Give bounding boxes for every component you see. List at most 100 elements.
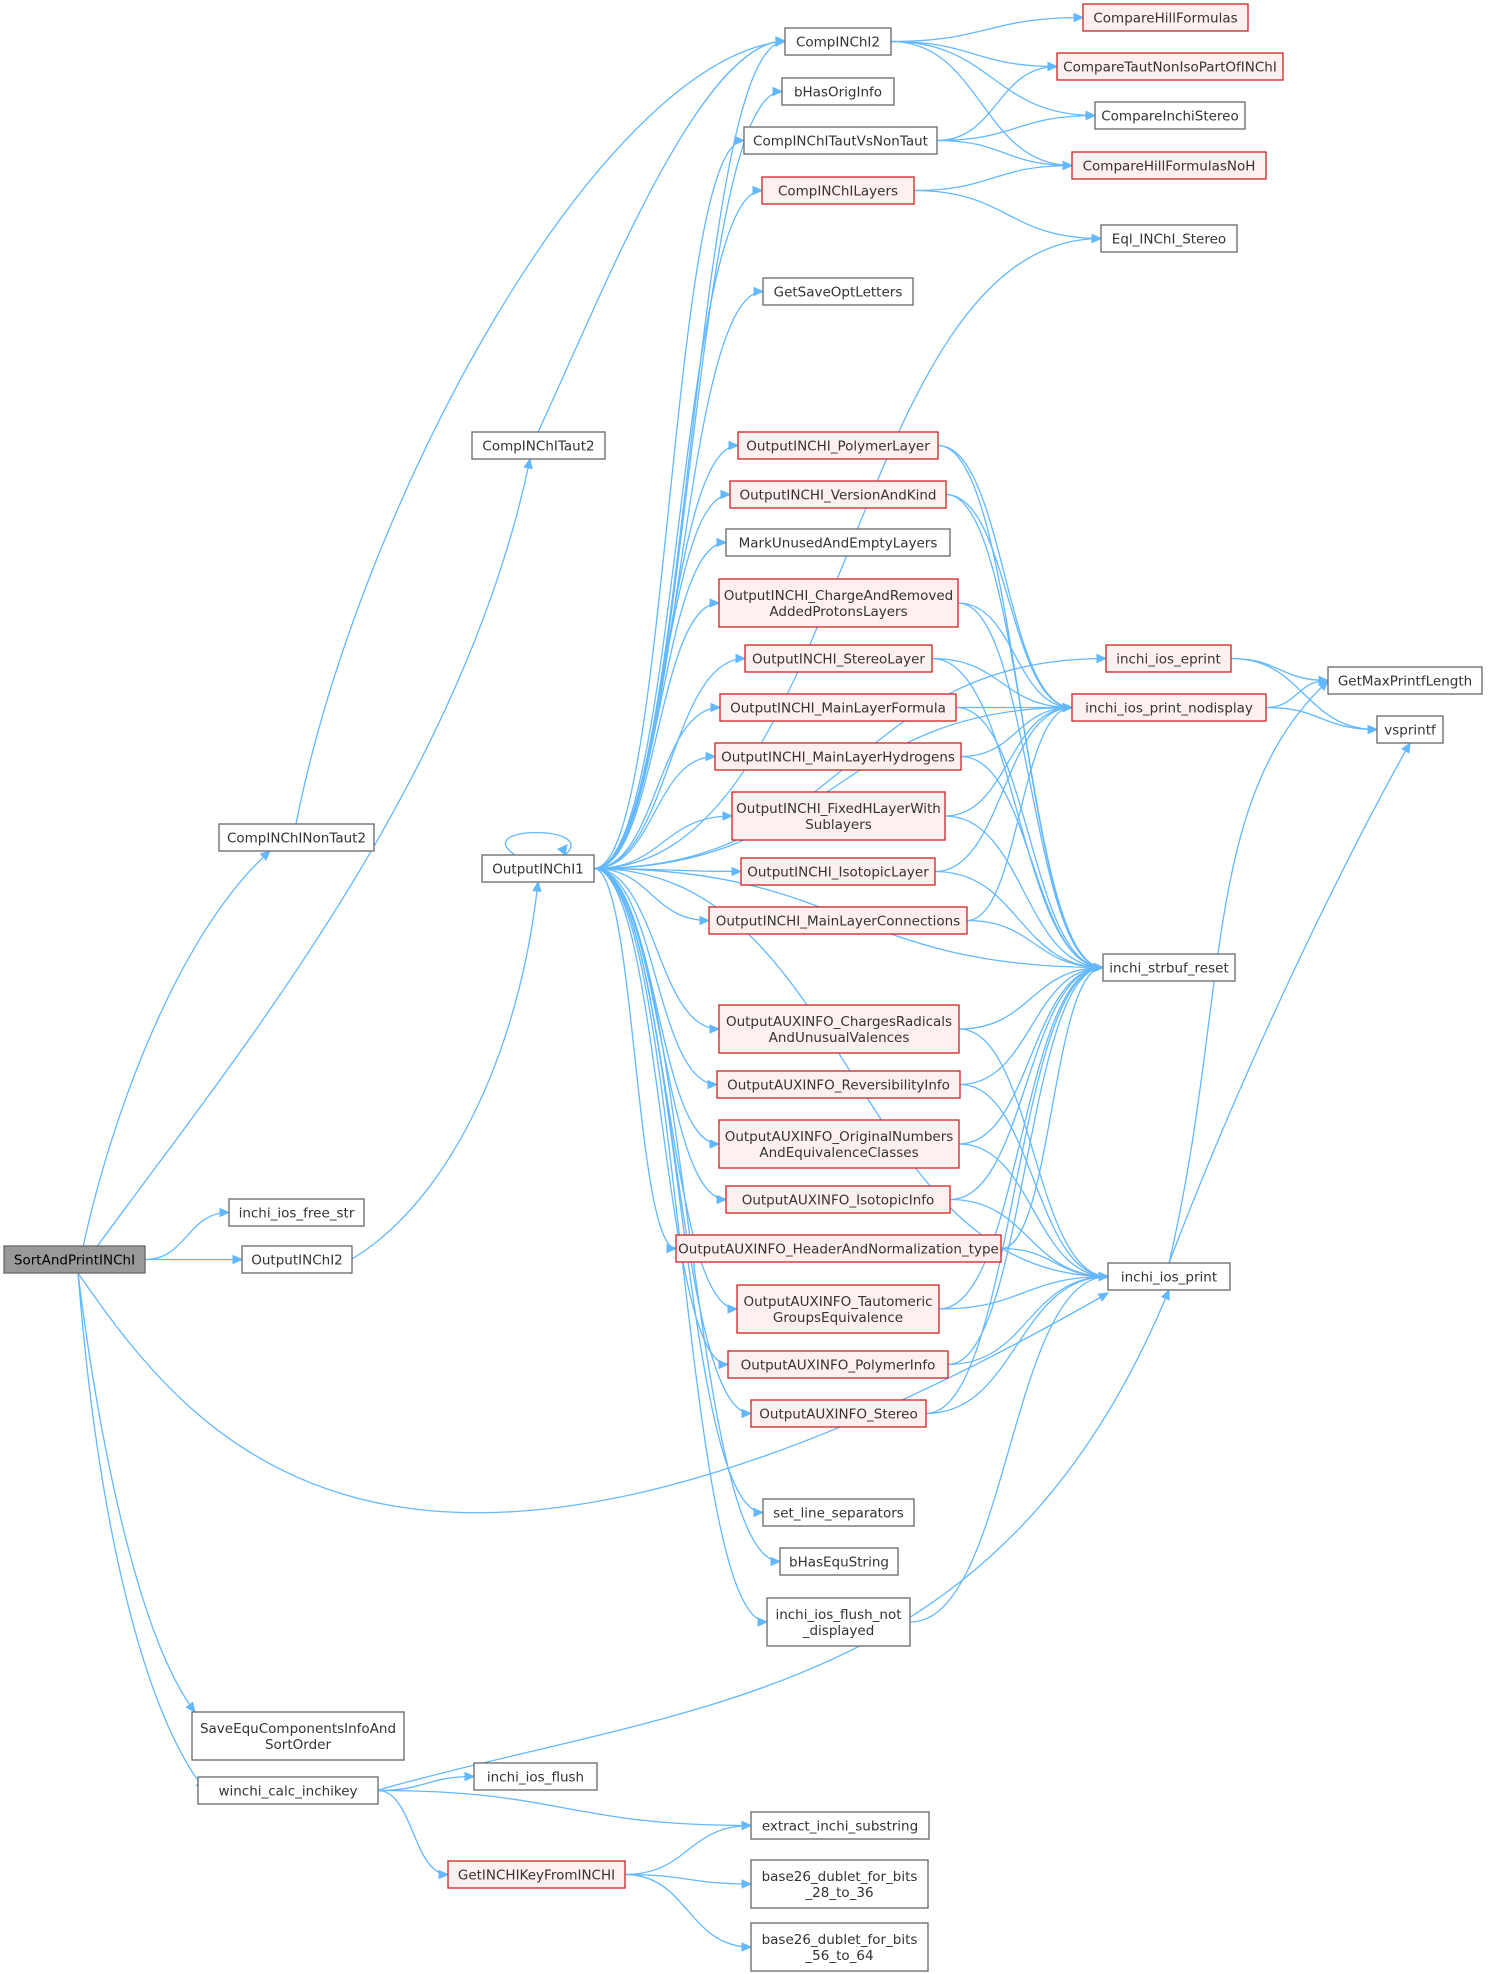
edge-hydro-to-strbuf (960, 755, 1104, 969)
node-charge[interactable]: OutputINCHI_ChargeAndRemovedAddedProtons… (718, 578, 959, 628)
edge-out1-to-auxpoly (593, 867, 729, 1366)
edge-out1-to-fixedh (593, 815, 733, 870)
node-markunused[interactable]: MarkUnusedAndEmptyLayers (725, 528, 951, 557)
node-auxorig[interactable]: OutputAUXINFO_OriginalNumbersAndEquivale… (718, 1119, 960, 1169)
edge-tautvs-to-tautnon (936, 65, 1058, 142)
node-iosprint[interactable]: inchi_ios_print (1107, 1262, 1231, 1291)
node-box (1082, 3, 1249, 32)
node-stereo[interactable]: OutputINCHI_StereoLayer (744, 644, 933, 673)
arrowhead-root-to-out2 (232, 1254, 244, 1265)
edge-isolayer-to-nodisplay (934, 706, 1073, 873)
node-auxpoly[interactable]: OutputAUXINFO_PolymerInfo (727, 1350, 949, 1379)
node-maxprintf[interactable]: GetMaxPrintfLength (1327, 666, 1483, 695)
node-auxrev[interactable]: OutputAUXINFO_ReversibilityInfo (716, 1070, 961, 1099)
arrowhead-layers-to-eqlstereo (1091, 233, 1103, 244)
edge-out1-to-auxheader (593, 867, 677, 1250)
node-box (675, 1234, 1002, 1263)
node-formula[interactable]: OutputINCHI_MainLayerFormula (719, 693, 957, 722)
arrowhead-getkey-to-b26a (741, 1879, 753, 1889)
node-hill[interactable]: CompareHillFormulas (1082, 3, 1249, 32)
node-isolayer[interactable]: OutputINCHI_IsotopicLayer (740, 857, 936, 886)
node-version[interactable]: OutputINCHI_VersionAndKind (729, 480, 947, 509)
node-extract[interactable]: extract_inchi_substring (750, 1811, 930, 1840)
node-calckey[interactable]: winchi_calc_inchikey (197, 1776, 379, 1805)
node-inchistereo[interactable]: CompareInchiStereo (1094, 101, 1246, 130)
node-eprint[interactable]: inchi_ios_eprint (1105, 644, 1232, 673)
node-box (1094, 101, 1246, 130)
node-label: OutputAUXINFO_HeaderAndNormalization_typ… (678, 1242, 999, 1258)
edge-out1-to-setline (593, 867, 764, 1514)
node-strbuf[interactable]: inchi_strbuf_reset (1102, 953, 1236, 982)
node-out1[interactable]: OutputINChI1 (481, 854, 595, 883)
node-vsprintf[interactable]: vsprintf (1376, 715, 1444, 744)
arrowhead-tautvs-to-inchistereo (1085, 110, 1097, 121)
edge-comp2-to-tautnon (890, 40, 1058, 68)
edge-comp2-to-hill (890, 16, 1084, 43)
node-label: vsprintf (1384, 723, 1437, 739)
node-label: OutputAUXINFO_ChargesRadicals (726, 1014, 952, 1030)
edge-layers-to-hillnoh (913, 164, 1073, 192)
arrowhead-calckey-to-getkey (438, 1869, 450, 1880)
edge-isolayer-to-strbuf (934, 870, 1104, 969)
node-auxheader[interactable]: OutputAUXINFO_HeaderAndNormalization_typ… (675, 1234, 1002, 1263)
node-comp2[interactable]: CompINChI2 (784, 27, 892, 56)
edge-nontaut2-to-comp2 (295, 40, 786, 825)
node-label: OutputINCHI_MainLayerHydrogens (721, 750, 955, 766)
node-taut2[interactable]: CompINChITaut2 (471, 431, 606, 460)
node-tautvs[interactable]: CompINChITautVsNonTaut (743, 126, 938, 155)
arrowhead-out1-to-auxtaut (727, 1304, 739, 1314)
node-auxstereo[interactable]: OutputAUXINFO_Stereo (750, 1399, 927, 1428)
node-auxcharges[interactable]: OutputAUXINFO_ChargesRadicalsAndUnusualV… (718, 1004, 960, 1054)
node-conn[interactable]: OutputINCHI_MainLayerConnections (708, 906, 968, 935)
node-label: OutputAUXINFO_Stereo (759, 1407, 917, 1423)
arrowhead-layers-to-hillnoh (1062, 160, 1074, 171)
edge-charge-to-nodisplay (957, 602, 1073, 709)
node-box (1105, 644, 1232, 673)
node-out2[interactable]: OutputINChI2 (241, 1245, 353, 1274)
edge-layers-to-eqlstereo (913, 189, 1102, 240)
arrowhead-out1-to-auxorig (709, 1139, 721, 1149)
node-b26a[interactable]: base26_dublet_for_bits_28_to_36 (750, 1859, 929, 1909)
node-root[interactable]: SortAndPrintINChI (3, 1245, 146, 1274)
node-getkey[interactable]: GetINCHIKeyFromINCHI (447, 1860, 626, 1889)
edge-calckey-to-getkey (377, 1789, 449, 1876)
node-hasorig[interactable]: bHasOrigInfo (781, 77, 895, 106)
edge-version-to-nodisplay (945, 493, 1073, 709)
arrowhead-iosprint-to-maxprintf (1317, 680, 1329, 691)
edge-formula-to-strbuf (955, 706, 1104, 969)
node-setline[interactable]: set_line_separators (762, 1498, 915, 1527)
node-label: OutputAUXINFO_OriginalNumbers (725, 1129, 954, 1145)
node-nontaut2[interactable]: CompINChINonTaut2 (218, 823, 375, 852)
node-layers[interactable]: CompINChILayers (761, 176, 915, 205)
node-eqlstereo[interactable]: Eql_INChI_Stereo (1100, 224, 1238, 253)
node-flushnd[interactable]: inchi_ios_flush_not_displayed (766, 1597, 911, 1647)
node-label: set_line_separators (773, 1506, 904, 1522)
node-box (481, 854, 595, 883)
node-flush[interactable]: inchi_ios_flush (473, 1762, 598, 1791)
node-tautnon[interactable]: CompareTautNonIsoPartOfINChI (1056, 52, 1284, 81)
arrowhead-out1-to-tautvs (734, 135, 746, 146)
node-hydro[interactable]: OutputINCHI_MainLayerHydrogens (714, 742, 962, 771)
edge-root-to-freestr (144, 1211, 230, 1261)
node-hasequ[interactable]: bHasEquString (779, 1547, 899, 1576)
node-getsave[interactable]: GetSaveOptLetters (762, 277, 914, 306)
node-nodisplay[interactable]: inchi_ios_print_nodisplay (1071, 693, 1267, 722)
node-b26b[interactable]: base26_dublet_for_bits_56_to_64 (750, 1922, 929, 1972)
node-box (718, 578, 959, 628)
edge-charge-to-strbuf (957, 602, 1104, 969)
arrowhead-out1-to-auxpoly (718, 1359, 730, 1370)
edge-out1-to-formula (593, 706, 721, 870)
node-box (719, 693, 957, 722)
node-auxiso[interactable]: OutputAUXINFO_IsotopicInfo (725, 1185, 951, 1214)
node-polymer[interactable]: OutputINCHI_PolymerLayer (737, 431, 939, 460)
node-hillnoh[interactable]: CompareHillFormulasNoH (1071, 151, 1267, 180)
edge-out1-to-auxrev (593, 867, 718, 1086)
node-freestr[interactable]: inchi_ios_free_str (228, 1198, 365, 1227)
node-auxtaut[interactable]: OutputAUXINFO_TautomericGroupsEquivalenc… (736, 1284, 940, 1334)
arrowhead-out1-to-polymer (728, 440, 740, 451)
node-label: MarkUnusedAndEmptyLayers (739, 536, 938, 552)
edge-flushnd-to-iosprint (909, 1275, 1109, 1623)
edge-out1-to-auxcharges (593, 867, 720, 1030)
